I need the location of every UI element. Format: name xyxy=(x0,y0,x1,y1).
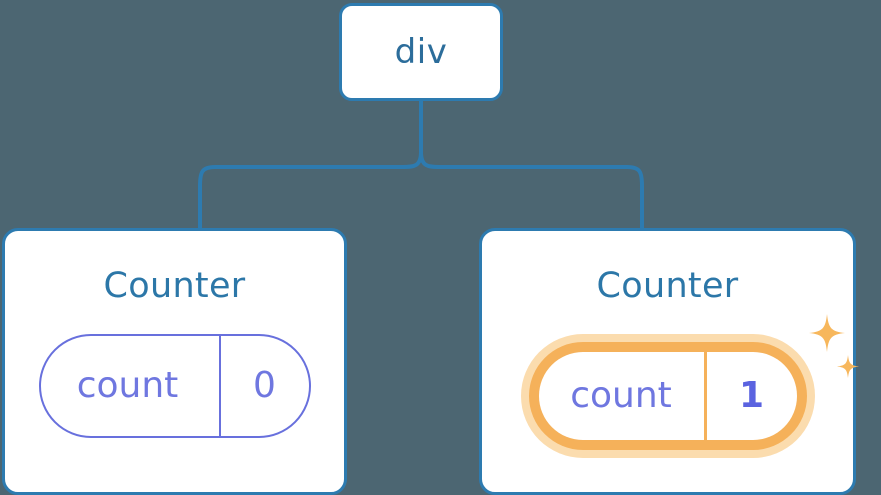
state-pill-right-wrap: count 1 xyxy=(520,314,859,458)
state-key-left: count xyxy=(41,336,221,436)
node-counter-right[interactable]: Counter count 1 xyxy=(479,228,859,495)
node-counter-left[interactable]: Counter count 0 xyxy=(2,228,347,495)
state-pill-right[interactable]: count 1 xyxy=(538,352,797,440)
connector-branch-right xyxy=(419,151,644,228)
state-pill-left[interactable]: count 0 xyxy=(38,334,311,438)
sparkle-icon xyxy=(808,314,845,352)
node-div[interactable]: div xyxy=(339,3,503,101)
state-pill-right-ring: count 1 xyxy=(528,342,807,450)
node-counter-right-label: Counter xyxy=(596,266,739,306)
sparkle-small-icon xyxy=(836,355,859,378)
connector-branch-left xyxy=(198,151,423,228)
state-value-right: 1 xyxy=(738,375,765,416)
node-div-label: div xyxy=(394,32,448,72)
state-pill-right-glow: count 1 xyxy=(520,334,815,458)
state-key-right: count xyxy=(539,352,707,440)
node-counter-left-label: Counter xyxy=(103,266,246,306)
state-pill-left-wrap: count 0 xyxy=(38,334,311,438)
state-value-left: 0 xyxy=(253,365,276,406)
